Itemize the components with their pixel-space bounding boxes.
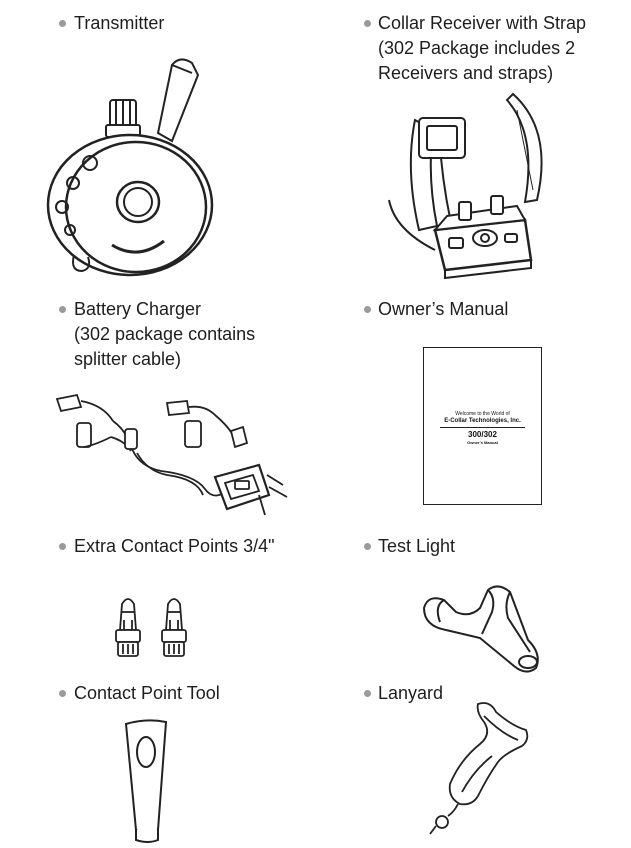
item-label-battery-charger: Battery Charger (302 package contains sp… (74, 299, 256, 369)
item-label-contact-points: Extra Contact Points 3/4" (74, 536, 275, 556)
collar-receiver-illustration (388, 92, 543, 280)
bullet (59, 690, 66, 697)
manual-model-text: 300/302 (468, 430, 497, 439)
manual-welcome-text: Welcome to the World of (455, 411, 510, 417)
transmitter-illustration (46, 58, 214, 277)
item-label-test-light: Test Light (378, 536, 456, 556)
bullet (59, 543, 66, 550)
item-label-contact-point-tool: Contact Point Tool (74, 683, 220, 703)
bullet (59, 20, 66, 27)
manual-subtitle-text: Owner’s Manual (467, 440, 498, 445)
item-label-lanyard: Lanyard (378, 683, 444, 703)
contact-points-illustration (115, 598, 187, 657)
item-label-owners-manual: Owner’s Manual (378, 299, 509, 319)
contact-point-tool-illustration (124, 719, 168, 843)
item-label-transmitter: Transmitter (74, 13, 165, 33)
bullet (364, 690, 371, 697)
battery-charger-illustration (55, 393, 288, 516)
test-light-illustration (422, 585, 539, 673)
bullet (59, 306, 66, 313)
owners-manual-illustration: Welcome to the World of E-Collar Technol… (423, 347, 542, 505)
manual-company-text: E-Collar Technologies, Inc. (444, 418, 521, 424)
bullet (364, 306, 371, 313)
manual-divider (440, 427, 525, 428)
lanyard-illustration (429, 702, 529, 835)
item-label-collar-receiver: Collar Receiver with Strap (302 Package … (378, 13, 587, 83)
bullet (364, 543, 371, 550)
bullet (364, 20, 371, 27)
